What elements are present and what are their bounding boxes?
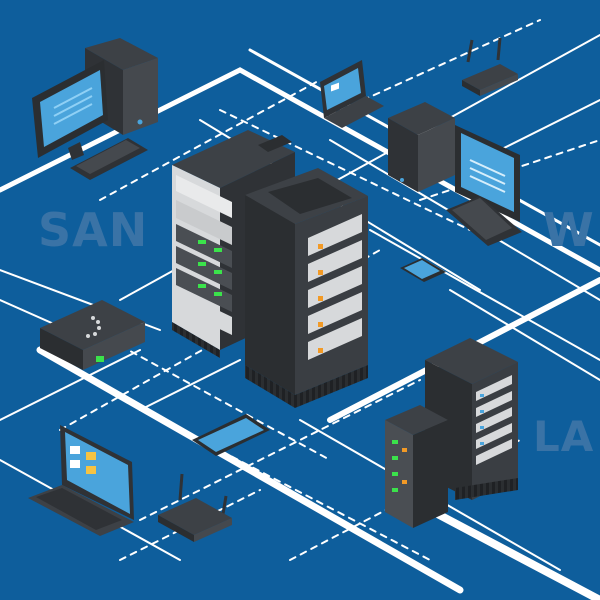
lan-label: LA xyxy=(533,412,595,461)
desktop-pc-icon xyxy=(388,102,522,246)
wan-label: W xyxy=(543,203,595,257)
laptop-icon xyxy=(28,425,134,536)
desktop-pc-icon xyxy=(32,38,158,180)
san-label: SAN xyxy=(38,203,149,257)
network-switch-icon xyxy=(40,300,145,370)
laptop-icon xyxy=(320,60,384,128)
tablet-icon xyxy=(400,258,446,282)
server-rack-icon xyxy=(172,130,368,408)
tablet-icon xyxy=(192,414,270,456)
server-rack-icon xyxy=(385,338,518,528)
wifi-router-icon xyxy=(462,37,518,96)
wifi-router-icon xyxy=(158,473,232,542)
